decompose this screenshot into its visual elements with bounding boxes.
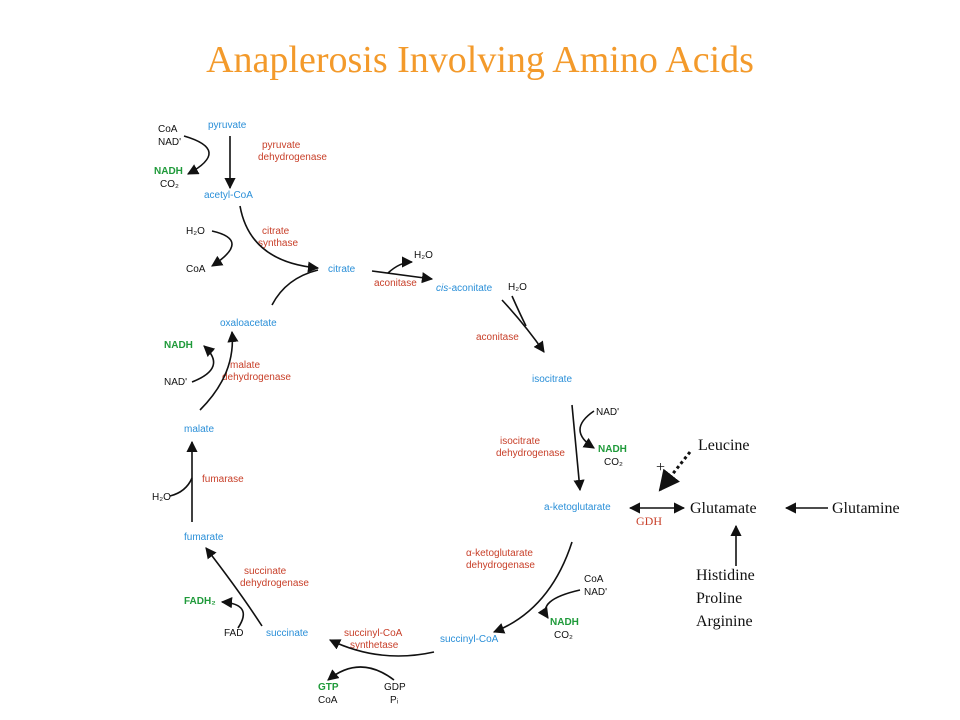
cofactor-cs-coa: CoA — [186, 264, 206, 275]
arrow-scs-main — [328, 639, 435, 657]
cofactor-mdh-nadh: NADH — [164, 340, 193, 351]
enzyme-aconitase-1: aconitase — [374, 278, 417, 289]
metabolite-acetyl-coa: acetyl-CoA — [204, 190, 253, 201]
metabolite-oxaloacetate: oxaloacetate — [220, 318, 277, 329]
metabolite-isocitrate: isocitrate — [532, 374, 572, 385]
arrow-fumarase-side — [169, 477, 193, 497]
cofactor-scs-pi: Pᵢ — [390, 695, 399, 706]
arrow-mdh-main — [199, 330, 239, 411]
cofactor-idh-nadh: NADH — [598, 444, 627, 455]
page-title: Anaplerosis Involving Amino Acids — [206, 39, 754, 81]
arrow-idh-main — [571, 404, 585, 492]
cofactor-scs-coa: CoA — [318, 695, 338, 706]
arrow-scs-side — [327, 666, 395, 681]
arrow-sdh-side — [220, 597, 245, 629]
arrow-akgdh-side — [537, 589, 581, 619]
arrow-idh-side — [579, 410, 595, 449]
cis-prefix: cis — [436, 283, 448, 294]
cofactor-mdh-nad: NAD' — [164, 377, 187, 388]
enzyme-aconitase-2: aconitase — [476, 332, 519, 343]
arrow-pdh-side — [183, 135, 210, 175]
enzyme-sdh-line1: succinate — [244, 566, 287, 577]
enzyme-idh-line2: dehydrogenase — [496, 448, 565, 459]
proline-label: Proline — [696, 590, 742, 607]
histidine-label: Histidine — [696, 567, 755, 584]
arrow-cs-side — [211, 230, 233, 267]
enzyme-pdh-line1: pyruvate — [262, 140, 301, 151]
enzyme-cs-line2: synthase — [258, 238, 298, 249]
leucine-label: Leucine — [698, 437, 750, 454]
cofactor-acon1-h2o: H₂O — [414, 250, 433, 261]
cofactor-pdh-coa: CoA — [158, 124, 178, 135]
plus-sign: + — [656, 459, 665, 476]
arrow-akgdh-main — [492, 541, 573, 634]
arrow-aconitase-2 — [501, 299, 545, 353]
arrow-sdh-main — [205, 547, 263, 627]
metabolite-malate: malate — [184, 424, 214, 435]
enzyme-akgdh-line2: dehydrogenase — [466, 560, 535, 571]
cofactor-scs-gtp: GTP — [318, 682, 339, 693]
cofactor-sdh-fadh2: FADH₂ — [184, 596, 216, 607]
metabolite-succinate: succinate — [266, 628, 309, 639]
enzyme-scs-line2: synthetase — [350, 640, 399, 651]
cofactor-sdh-fad: FAD — [224, 628, 243, 639]
cofactor-pdh-co2: CO₂ — [160, 179, 179, 190]
enzyme-sdh-line2: dehydrogenase — [240, 578, 309, 589]
cofactor-pdh-nad: NAD' — [158, 137, 181, 148]
arrow-aconitase-1 — [371, 270, 434, 284]
arginine-label: Arginine — [696, 613, 753, 630]
arrow-cs-oaa — [271, 269, 319, 306]
metabolite-fumarate: fumarate — [184, 532, 224, 543]
enzyme-akgdh-line1: α-ketoglutarate — [466, 548, 533, 559]
arrow-aconitase-1-h2o — [387, 256, 414, 274]
metabolite-cis-aconitate: cis-aconitate — [436, 283, 493, 294]
cofactor-akg-nadh: NADH — [550, 617, 579, 628]
arrow-mdh-side — [191, 345, 216, 383]
cofactor-akg-coa: CoA — [584, 574, 604, 585]
cis-aconitate-suffix: -aconitate — [448, 283, 492, 294]
cofactor-pdh-nadh: NADH — [154, 166, 183, 177]
glutamate-label: Glutamate — [690, 500, 757, 517]
cofactor-akg-nad: NAD' — [584, 587, 607, 598]
enzyme-fumarase: fumarase — [202, 474, 244, 485]
cofactor-idh-nad: NAD' — [596, 407, 619, 418]
cofactor-akg-co2: CO₂ — [554, 630, 573, 641]
arrow-cs-acetyl — [239, 205, 320, 273]
cofactor-acon2-h2o: H₂O — [508, 282, 527, 293]
metabolite-a-ketoglutarate: a-ketoglutarate — [544, 502, 611, 513]
metabolite-citrate: citrate — [328, 264, 356, 275]
leucine-activation-arrow — [658, 451, 692, 492]
enzyme-mdh-line1: malate — [230, 360, 260, 371]
enzyme-cs-line1: citrate — [262, 226, 290, 237]
metabolite-pyruvate: pyruvate — [208, 120, 247, 131]
cofactor-scs-gdp: GDP — [384, 682, 406, 693]
glutamine-label: Glutamine — [832, 500, 900, 517]
gdh-label: GDH — [636, 514, 662, 528]
cofactor-cs-h2o: H₂O — [186, 226, 205, 237]
cofactor-idh-co2: CO₂ — [604, 457, 623, 468]
arrow-aconitase-2-h2o — [511, 295, 527, 327]
enzyme-mdh-line2: dehydrogenase — [222, 372, 291, 383]
enzyme-scs-line1: succinyl-CoA — [344, 628, 403, 639]
metabolite-succinyl-coa: succinyl-CoA — [440, 634, 499, 645]
enzyme-pdh-line2: dehydrogenase — [258, 152, 327, 163]
enzyme-idh-line1: isocitrate — [500, 436, 540, 447]
cofactor-fum-h2o: H₂O — [152, 492, 171, 503]
